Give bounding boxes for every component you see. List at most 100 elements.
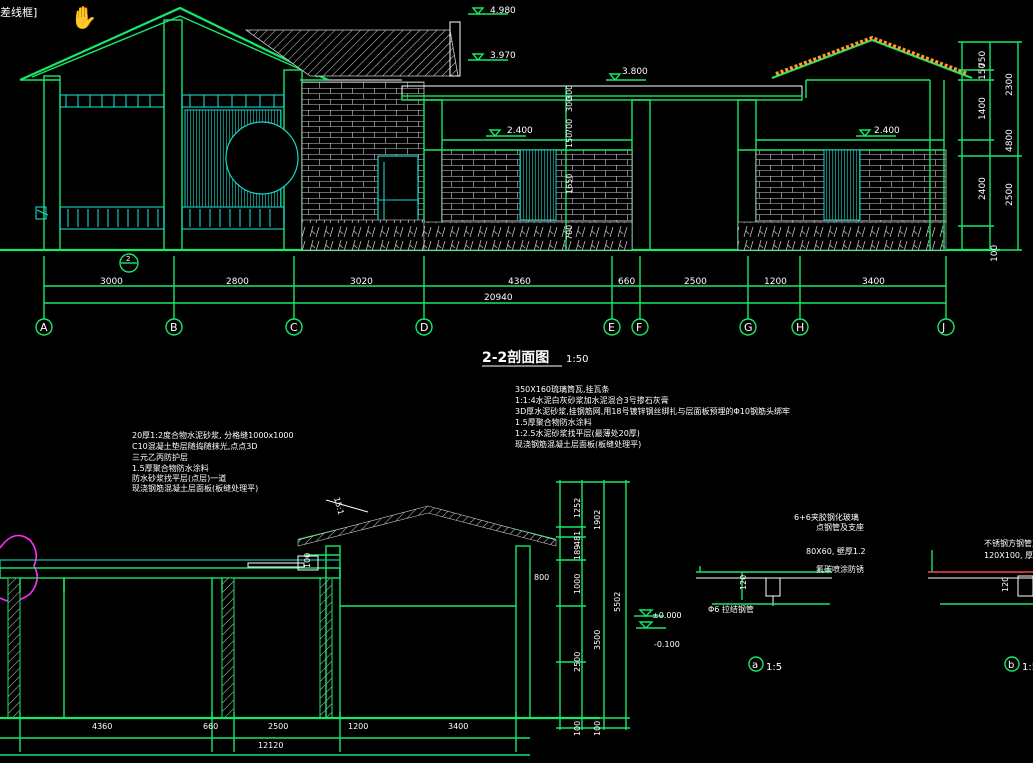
- svg-text:3D厚水泥砂浆,挂钢筋网,用18号镀锌钢丝绑扎与层面板预埋的: 3D厚水泥砂浆,挂钢筋网,用18号镀锌钢丝绑扎与层面板预埋的Φ10钢筋头绑牢: [515, 406, 790, 416]
- svg-text:2500: 2500: [573, 652, 582, 672]
- center-dimensions: 300 300 700 150 1650 700: [565, 85, 574, 240]
- svg-text:3400: 3400: [448, 722, 468, 731]
- level-zero: ±0.000: [652, 611, 682, 620]
- title-scale: 1:50: [566, 354, 588, 365]
- svg-text:氟碳喷涂防锈: 氟碳喷涂防锈: [816, 564, 864, 574]
- svg-text:800: 800: [534, 573, 549, 582]
- detail-a: 6+6夹胶钢化玻璃 点钢管及支座 80X60, 壁厚1.2 氟碳喷涂防锈 Φ6 …: [696, 512, 866, 673]
- level-4980: 4.980: [490, 6, 516, 16]
- svg-text:Φ6 拉结钢管: Φ6 拉结钢管: [708, 604, 754, 614]
- svg-text:2300: 2300: [1005, 73, 1015, 96]
- svg-text:现浇钢筋混凝土层面板(板缝处理平): 现浇钢筋混凝土层面板(板缝处理平): [515, 439, 641, 449]
- level-2400-b: 2.400: [874, 126, 900, 136]
- dim-cd: 3020: [350, 277, 373, 287]
- svg-text:100: 100: [573, 721, 582, 736]
- svg-text:150: 150: [565, 133, 574, 148]
- svg-text:100: 100: [990, 245, 1000, 262]
- svg-text:750: 750: [978, 51, 988, 68]
- detail-b: 不锈钢方钢管支座 120X100, 厚 120 b 1:5: [928, 538, 1033, 673]
- dim-de: 4360: [508, 277, 531, 287]
- axis-d: D: [420, 321, 428, 334]
- dim-fg: 2500: [684, 277, 707, 287]
- svg-text:2400: 2400: [978, 177, 988, 200]
- axis-h: H: [796, 321, 804, 334]
- svg-text:点钢管及支座: 点钢管及支座: [816, 522, 864, 532]
- svg-text:300: 300: [565, 97, 574, 112]
- svg-text:100: 100: [303, 553, 312, 568]
- title-main: 2-2剖面图: [482, 349, 549, 366]
- axis-j: J: [941, 321, 945, 334]
- svg-text:1400: 1400: [978, 97, 988, 120]
- section-mark: 2: [126, 255, 130, 263]
- dim-total: 20940: [484, 293, 513, 303]
- svg-text:100: 100: [593, 721, 602, 736]
- svg-text:189: 189: [573, 545, 582, 560]
- right-dimensions: 750 150 2300 1400 4800 2400 2500 100: [978, 51, 1015, 262]
- pan-hand-icon[interactable]: ✋: [70, 6, 98, 31]
- svg-text:12120: 12120: [258, 741, 283, 750]
- svg-text:700: 700: [565, 225, 574, 240]
- revision-cloud: [0, 534, 38, 602]
- svg-text:1902: 1902: [593, 510, 602, 530]
- svg-text:3500: 3500: [593, 630, 602, 650]
- svg-text:2500: 2500: [1005, 183, 1015, 206]
- elevation-drawing: [0, 6, 1022, 252]
- level-2400-a: 2.400: [507, 126, 533, 136]
- svg-text:1200: 1200: [348, 722, 368, 731]
- section-dim-text: 4360 660 2500 1200 3400 12120 1252 1902 …: [92, 496, 682, 750]
- detail-a-label: a: [752, 660, 758, 671]
- axis-c: C: [290, 321, 298, 334]
- section-drawing: [0, 480, 666, 756]
- dim-ab: 3000: [100, 277, 123, 287]
- svg-text:120X100, 厚: 120X100, 厚: [984, 551, 1033, 560]
- axis-b: B: [170, 321, 178, 334]
- notes-right: 350X160琉璃筒瓦,挂瓦条 1:1:4水泥白灰砂浆加水泥混合3号掺石灰膏 3…: [515, 384, 790, 449]
- svg-text:120: 120: [739, 575, 748, 590]
- dim-ef: 660: [618, 277, 635, 287]
- svg-text:300: 300: [565, 85, 574, 100]
- svg-text:现浇钢筋混凝土层面板(板缝处理平): 现浇钢筋混凝土层面板(板缝处理平): [132, 483, 258, 493]
- svg-text:1000: 1000: [573, 574, 582, 594]
- svg-text:4800: 4800: [1005, 129, 1015, 152]
- level-minus: -0.100: [654, 640, 680, 649]
- dim-bc: 2800: [226, 277, 249, 287]
- axis-a: A: [40, 321, 48, 334]
- svg-text:C10混凝土垫层随捣随抹光,点点3D: C10混凝土垫层随捣随抹光,点点3D: [132, 441, 258, 451]
- bottom-dimension-chain: 3000 2800 3020 4360 660 2500 1200 3400 2…: [43, 253, 947, 320]
- svg-text:1:2.5水泥砂浆找平层(最薄处20厚): 1:2.5水泥砂浆找平层(最薄处20厚): [515, 428, 640, 438]
- svg-text:1650: 1650: [565, 174, 574, 194]
- svg-text:660: 660: [203, 722, 218, 731]
- axis-f: F: [636, 321, 642, 334]
- svg-text:20厚1:2度合物水泥砂浆, 分格缝1000x1000: 20厚1:2度合物水泥砂浆, 分格缝1000x1000: [132, 430, 294, 440]
- dim-gh: 1200: [764, 277, 787, 287]
- svg-text:350X160琉璃筒瓦,挂瓦条: 350X160琉璃筒瓦,挂瓦条: [515, 384, 610, 394]
- detail-b-scale: 1:5: [1022, 662, 1033, 673]
- drawing-title: 2-2剖面图 1:50: [482, 349, 588, 367]
- axis-bubbles: A B C D E F G H J: [35, 318, 955, 336]
- svg-text:防水砂浆找平层(点层)一道: 防水砂浆找平层(点层)一道: [132, 473, 226, 483]
- svg-text:5502: 5502: [613, 592, 622, 612]
- svg-text:三元乙丙防护层: 三元乙丙防护层: [132, 452, 188, 462]
- svg-text:1.5厚聚合物防水涂料: 1.5厚聚合物防水涂料: [515, 417, 592, 427]
- axis-e: E: [608, 321, 615, 334]
- notes-left: 20厚1:2度合物水泥砂浆, 分格缝1000x1000 C10混凝土垫层随捣随抹…: [132, 430, 294, 493]
- svg-text:120: 120: [1001, 577, 1010, 592]
- svg-text:481: 481: [573, 531, 582, 546]
- detail-a-scale: 1:5: [766, 662, 782, 673]
- level-3970: 3.970: [490, 51, 516, 61]
- svg-text:1252: 1252: [573, 498, 582, 518]
- detail-b-label: b: [1008, 660, 1014, 671]
- svg-text:1:1:4水泥白灰砂浆加水泥混合3号掺石灰膏: 1:1:4水泥白灰砂浆加水泥混合3号掺石灰膏: [515, 395, 669, 405]
- svg-text:150: 150: [978, 63, 988, 80]
- dim-hj: 3400: [862, 277, 885, 287]
- slope-mark: 15:1: [332, 496, 345, 516]
- svg-text:80X60, 壁厚1.2: 80X60, 壁厚1.2: [806, 546, 866, 556]
- axis-g: G: [744, 321, 753, 334]
- svg-text:不锈钢方钢管支座: 不锈钢方钢管支座: [984, 538, 1033, 548]
- svg-text:1.5厚聚合物防水涂料: 1.5厚聚合物防水涂料: [132, 463, 209, 473]
- frame-tag: 差线框]: [0, 6, 38, 19]
- svg-text:4360: 4360: [92, 722, 112, 731]
- level-3800: 3.800: [622, 67, 648, 77]
- level-marks: 4.980 3.970 3.800 2.400 2.400: [468, 6, 900, 138]
